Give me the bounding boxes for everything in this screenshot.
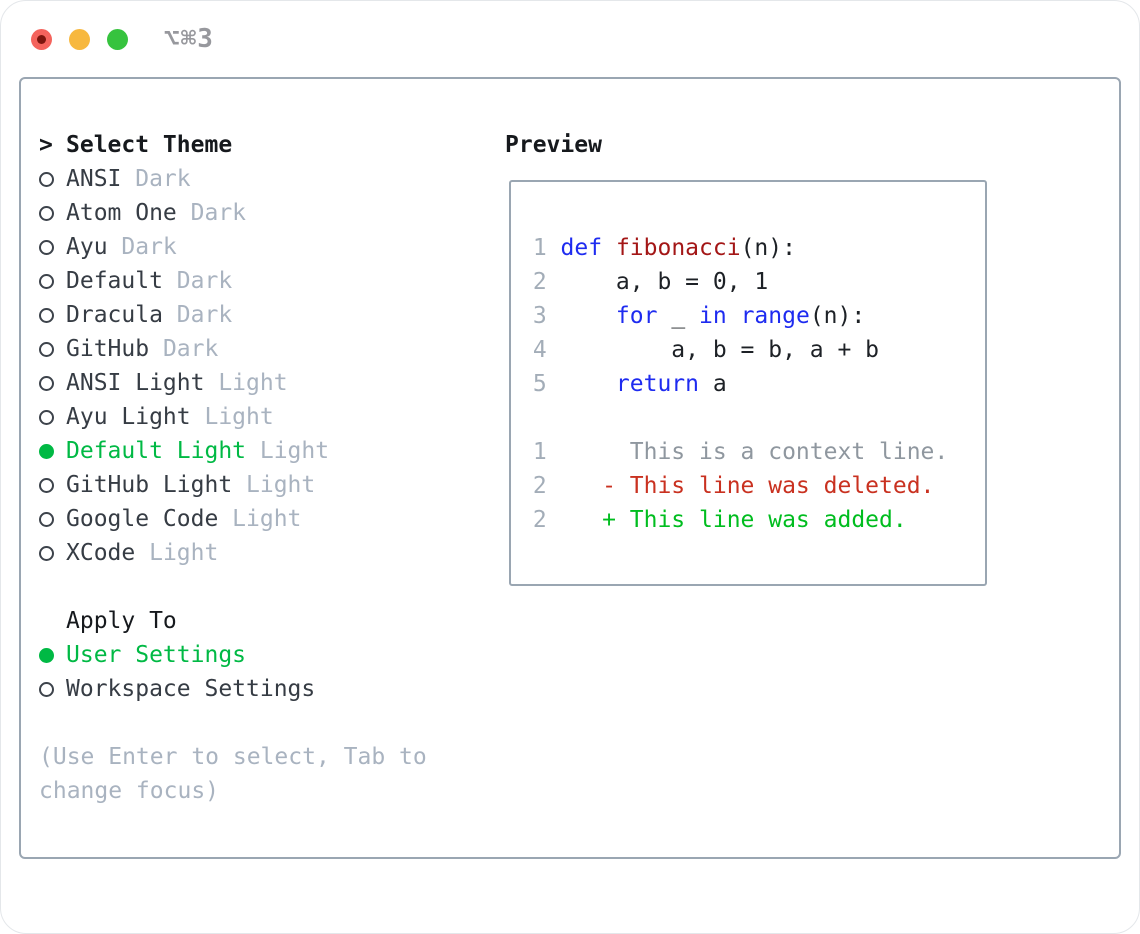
- radio-unselected-icon: [39, 545, 54, 561]
- code-line-2: 2 a, b = 0, 1: [519, 265, 985, 299]
- radio-unselected-icon: [39, 171, 54, 187]
- theme-option-label: GitHub: [66, 336, 150, 362]
- line-number: 2: [532, 473, 547, 499]
- radio-unselected-icon: [39, 205, 54, 221]
- select-theme-header: > Select Theme: [39, 128, 505, 162]
- theme-list-column: > Select Theme ANSI Dark Atom One Dark A…: [21, 79, 505, 857]
- theme-option-dracula-dark[interactable]: Dracula Dark: [39, 298, 505, 332]
- code-line-4: 4 a, b = b, a + b: [519, 333, 985, 367]
- theme-option-label: ANSI: [66, 166, 122, 192]
- theme-option-xcode-light[interactable]: XCode Light: [39, 536, 505, 570]
- theme-variant-tag: Dark: [190, 200, 247, 226]
- theme-option-atom-one-dark[interactable]: Atom One Dark: [39, 196, 505, 230]
- theme-variant-tag: Light: [246, 472, 316, 498]
- theme-option-label: Default Light: [66, 438, 247, 464]
- theme-variant-tag: Light: [149, 540, 219, 566]
- spacer-row: [39, 706, 505, 740]
- keyboard-hint-line1: (Use Enter to select, Tab to: [39, 744, 427, 770]
- theme-variant-tag: Dark: [121, 234, 177, 260]
- radio-unselected-icon: [39, 409, 54, 425]
- diff-added-line: 2 + This line was added.: [519, 503, 985, 537]
- theme-variant-tag: Dark: [176, 268, 233, 294]
- theme-variant-tag: Light: [204, 404, 274, 430]
- diff-deleted-line: 2 - This line was deleted.: [519, 469, 985, 503]
- theme-option-label: Dracula: [66, 302, 163, 328]
- line-number: 2: [532, 269, 547, 295]
- keyboard-hint-line2: change focus): [39, 778, 220, 804]
- minimize-button[interactable]: [69, 28, 90, 50]
- code-line-3: 3 for _ in range(n):: [519, 299, 985, 333]
- preview-header: Preview: [505, 128, 1119, 162]
- radio-unselected-icon: [39, 477, 54, 493]
- radio-selected-icon: [39, 647, 54, 663]
- line-number: 4: [532, 337, 547, 363]
- theme-option-ansi-dark[interactable]: ANSI Dark: [39, 162, 505, 196]
- blank-line: [519, 401, 985, 435]
- diff-context-line: 1 This is a context line.: [519, 435, 985, 469]
- line-number: 1: [532, 235, 547, 261]
- maximize-button[interactable]: [107, 28, 128, 50]
- theme-option-label: Atom One: [66, 200, 177, 226]
- theme-variant-tag: Dark: [135, 166, 191, 192]
- apply-option-label: User Settings: [66, 642, 247, 668]
- theme-option-label: XCode: [66, 540, 136, 566]
- code-line-1: 1 def fibonacci(n):: [519, 231, 985, 265]
- theme-option-label: Google Code: [66, 506, 219, 532]
- theme-option-ayu-dark[interactable]: Ayu Dark: [39, 230, 505, 264]
- theme-option-github-dark[interactable]: GitHub Dark: [39, 332, 505, 366]
- radio-unselected-icon: [39, 239, 54, 255]
- titlebar: ⌥⌘3: [1, 1, 1139, 77]
- preview-column: Preview 1 def fibonacci(n): 2 a, b = 0, …: [505, 79, 1119, 857]
- theme-option-label: Default: [66, 268, 163, 294]
- theme-variant-tag: Light: [232, 506, 302, 532]
- theme-option-ayu-light[interactable]: Ayu Light Light: [39, 400, 505, 434]
- theme-variant-tag: Light: [259, 438, 330, 464]
- theme-option-label: Ayu: [66, 234, 108, 260]
- theme-option-label: ANSI Light: [66, 370, 205, 396]
- traffic-lights: [31, 28, 128, 50]
- radio-unselected-icon: [39, 375, 54, 391]
- apply-option-user-settings[interactable]: User Settings: [39, 638, 505, 672]
- radio-unselected-icon: [39, 307, 54, 323]
- window-title: ⌥⌘3: [164, 24, 214, 54]
- code-line-5: 5 return a: [519, 367, 985, 401]
- select-theme-title: Select Theme: [66, 132, 233, 158]
- theme-option-ansi-light[interactable]: ANSI Light Light: [39, 366, 505, 400]
- line-number: 1: [532, 439, 547, 465]
- radio-unselected-icon: [39, 273, 54, 289]
- theme-variant-tag: Dark: [176, 302, 233, 328]
- theme-variant-tag: Light: [218, 370, 288, 396]
- line-number: 5: [532, 371, 547, 397]
- spacer-row: [39, 570, 505, 604]
- theme-variant-tag: Dark: [162, 336, 219, 362]
- preview-title: Preview: [505, 132, 602, 158]
- apply-option-workspace-settings[interactable]: Workspace Settings: [39, 672, 505, 706]
- line-number: [519, 401, 547, 435]
- radio-unselected-icon: [39, 511, 54, 527]
- theme-option-default-light[interactable]: Default Light Light: [39, 434, 505, 468]
- line-number: 2: [532, 507, 547, 533]
- preview-box: 1 def fibonacci(n): 2 a, b = 0, 1 3 for …: [509, 180, 987, 586]
- theme-option-default-dark[interactable]: Default Dark: [39, 264, 505, 298]
- theme-option-label: GitHub Light: [66, 472, 233, 498]
- theme-option-label: Ayu Light: [66, 404, 191, 430]
- radio-unselected-icon: [39, 681, 54, 697]
- close-button[interactable]: [31, 28, 52, 50]
- theme-picker-panel: > Select Theme ANSI Dark Atom One Dark A…: [19, 77, 1121, 859]
- close-dot-icon: [37, 34, 46, 44]
- prompt-caret: >: [39, 132, 53, 158]
- apply-option-label: Workspace Settings: [66, 676, 316, 702]
- apply-to-header: Apply To: [39, 604, 505, 638]
- theme-option-google-code-light[interactable]: Google Code Light: [39, 502, 505, 536]
- theme-option-github-light[interactable]: GitHub Light Light: [39, 468, 505, 502]
- apply-to-title: Apply To: [66, 608, 177, 634]
- radio-unselected-icon: [39, 341, 54, 357]
- radio-selected-icon: [39, 443, 54, 459]
- line-number: 3: [532, 303, 547, 329]
